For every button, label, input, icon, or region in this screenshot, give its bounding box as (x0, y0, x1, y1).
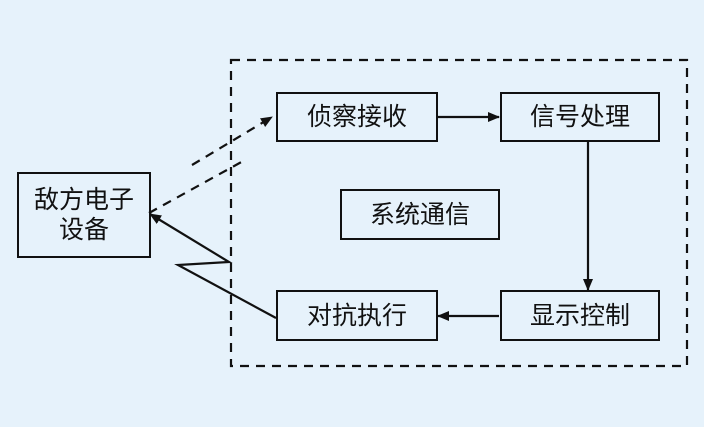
system-comm-label: 系统通信 (369, 199, 470, 229)
link-enemy-to-recon-lower (148, 159, 246, 214)
enemy-device-label-line2: 设备 (58, 215, 109, 244)
recon-receive-box: 侦察接收 (276, 92, 438, 142)
display-control-label: 显示控制 (529, 300, 630, 330)
counter-execute-box: 对抗执行 (276, 290, 438, 341)
arrow-counter-to-enemy (149, 213, 277, 319)
signal-processing-label: 信号处理 (529, 102, 630, 131)
display-control-box: 显示控制 (500, 290, 660, 341)
system-comm-box: 系统通信 (340, 189, 500, 240)
enemy-device-box: 敌方电子 设备 (17, 172, 151, 258)
enemy-device-label-line1: 敌方电子 (33, 185, 134, 214)
system-boundary (229, 58, 689, 368)
signal-processing-box: 信号处理 (500, 92, 660, 142)
recon-receive-label: 侦察接收 (306, 102, 407, 131)
counter-execute-label: 对抗执行 (306, 300, 407, 330)
